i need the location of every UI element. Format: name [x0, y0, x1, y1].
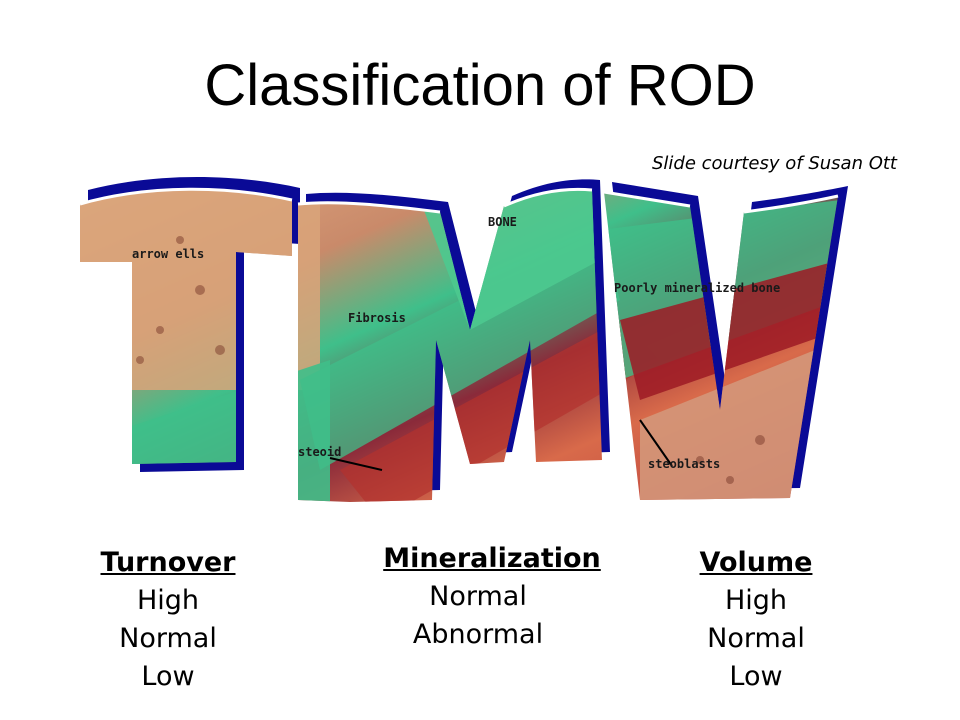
tmv-highlight [79, 187, 839, 214]
label-poorly-mineralized: Poorly mineralized bone [614, 281, 780, 295]
mineralization-column: Mineralization Normal Abnormal [374, 540, 610, 654]
label-marrow: arrow ells [132, 247, 204, 261]
mineralization-item: Normal [429, 581, 527, 612]
mineralization-item: Abnormal [412, 619, 544, 650]
label-bone: BONE [488, 215, 517, 229]
label-osteoblasts: steoblasts [648, 457, 720, 471]
label-osteoid: steoid [298, 445, 341, 459]
volume-item: Low [729, 661, 783, 692]
slide-title: Classification of ROD [204, 53, 756, 118]
volume-item: Normal [707, 623, 805, 654]
turnover-column: Turnover High Normal Low [90, 544, 246, 696]
turnover-item: High [136, 585, 200, 616]
volume-column: Volume High Normal Low [686, 544, 826, 696]
mineralization-heading: Mineralization [383, 543, 601, 574]
volume-item: High [724, 585, 788, 616]
volume-heading: Volume [699, 547, 813, 578]
turnover-item: Normal [119, 623, 217, 654]
slide-credit: Slide courtesy of Susan Ott [652, 153, 897, 174]
label-fibrosis: Fibrosis [348, 311, 406, 325]
turnover-heading: Turnover [100, 547, 236, 578]
turnover-item: Low [141, 661, 195, 692]
